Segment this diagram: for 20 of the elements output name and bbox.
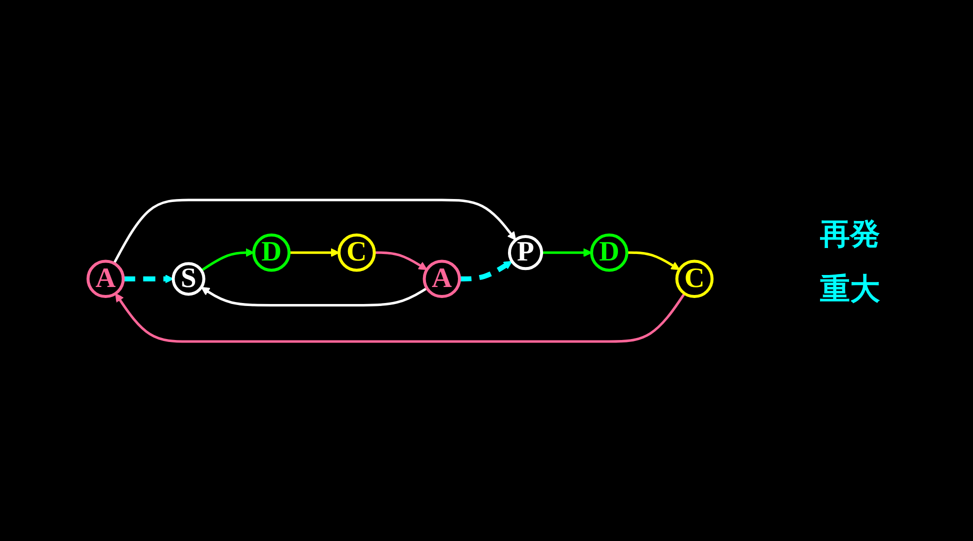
node-circle: P (508, 234, 544, 270)
arrow (374, 251, 428, 270)
annotation-text: 再発 (820, 216, 880, 254)
node-circle: A (422, 260, 461, 298)
arrow (626, 251, 680, 270)
arrow (289, 248, 340, 257)
arrow (200, 248, 254, 272)
arrow (123, 274, 174, 284)
arrow (200, 286, 428, 306)
arrow (115, 292, 686, 343)
node-circle: C (675, 260, 714, 298)
node-circle: S (172, 262, 206, 296)
arrow (459, 260, 512, 282)
annotation-text: 重大 (820, 271, 880, 309)
node-circle: D (590, 233, 628, 272)
node-circle: D (252, 233, 290, 272)
node-circle: A (86, 260, 125, 298)
node-circle: C (338, 233, 376, 272)
arrow (542, 248, 592, 257)
arrow (112, 198, 516, 264)
